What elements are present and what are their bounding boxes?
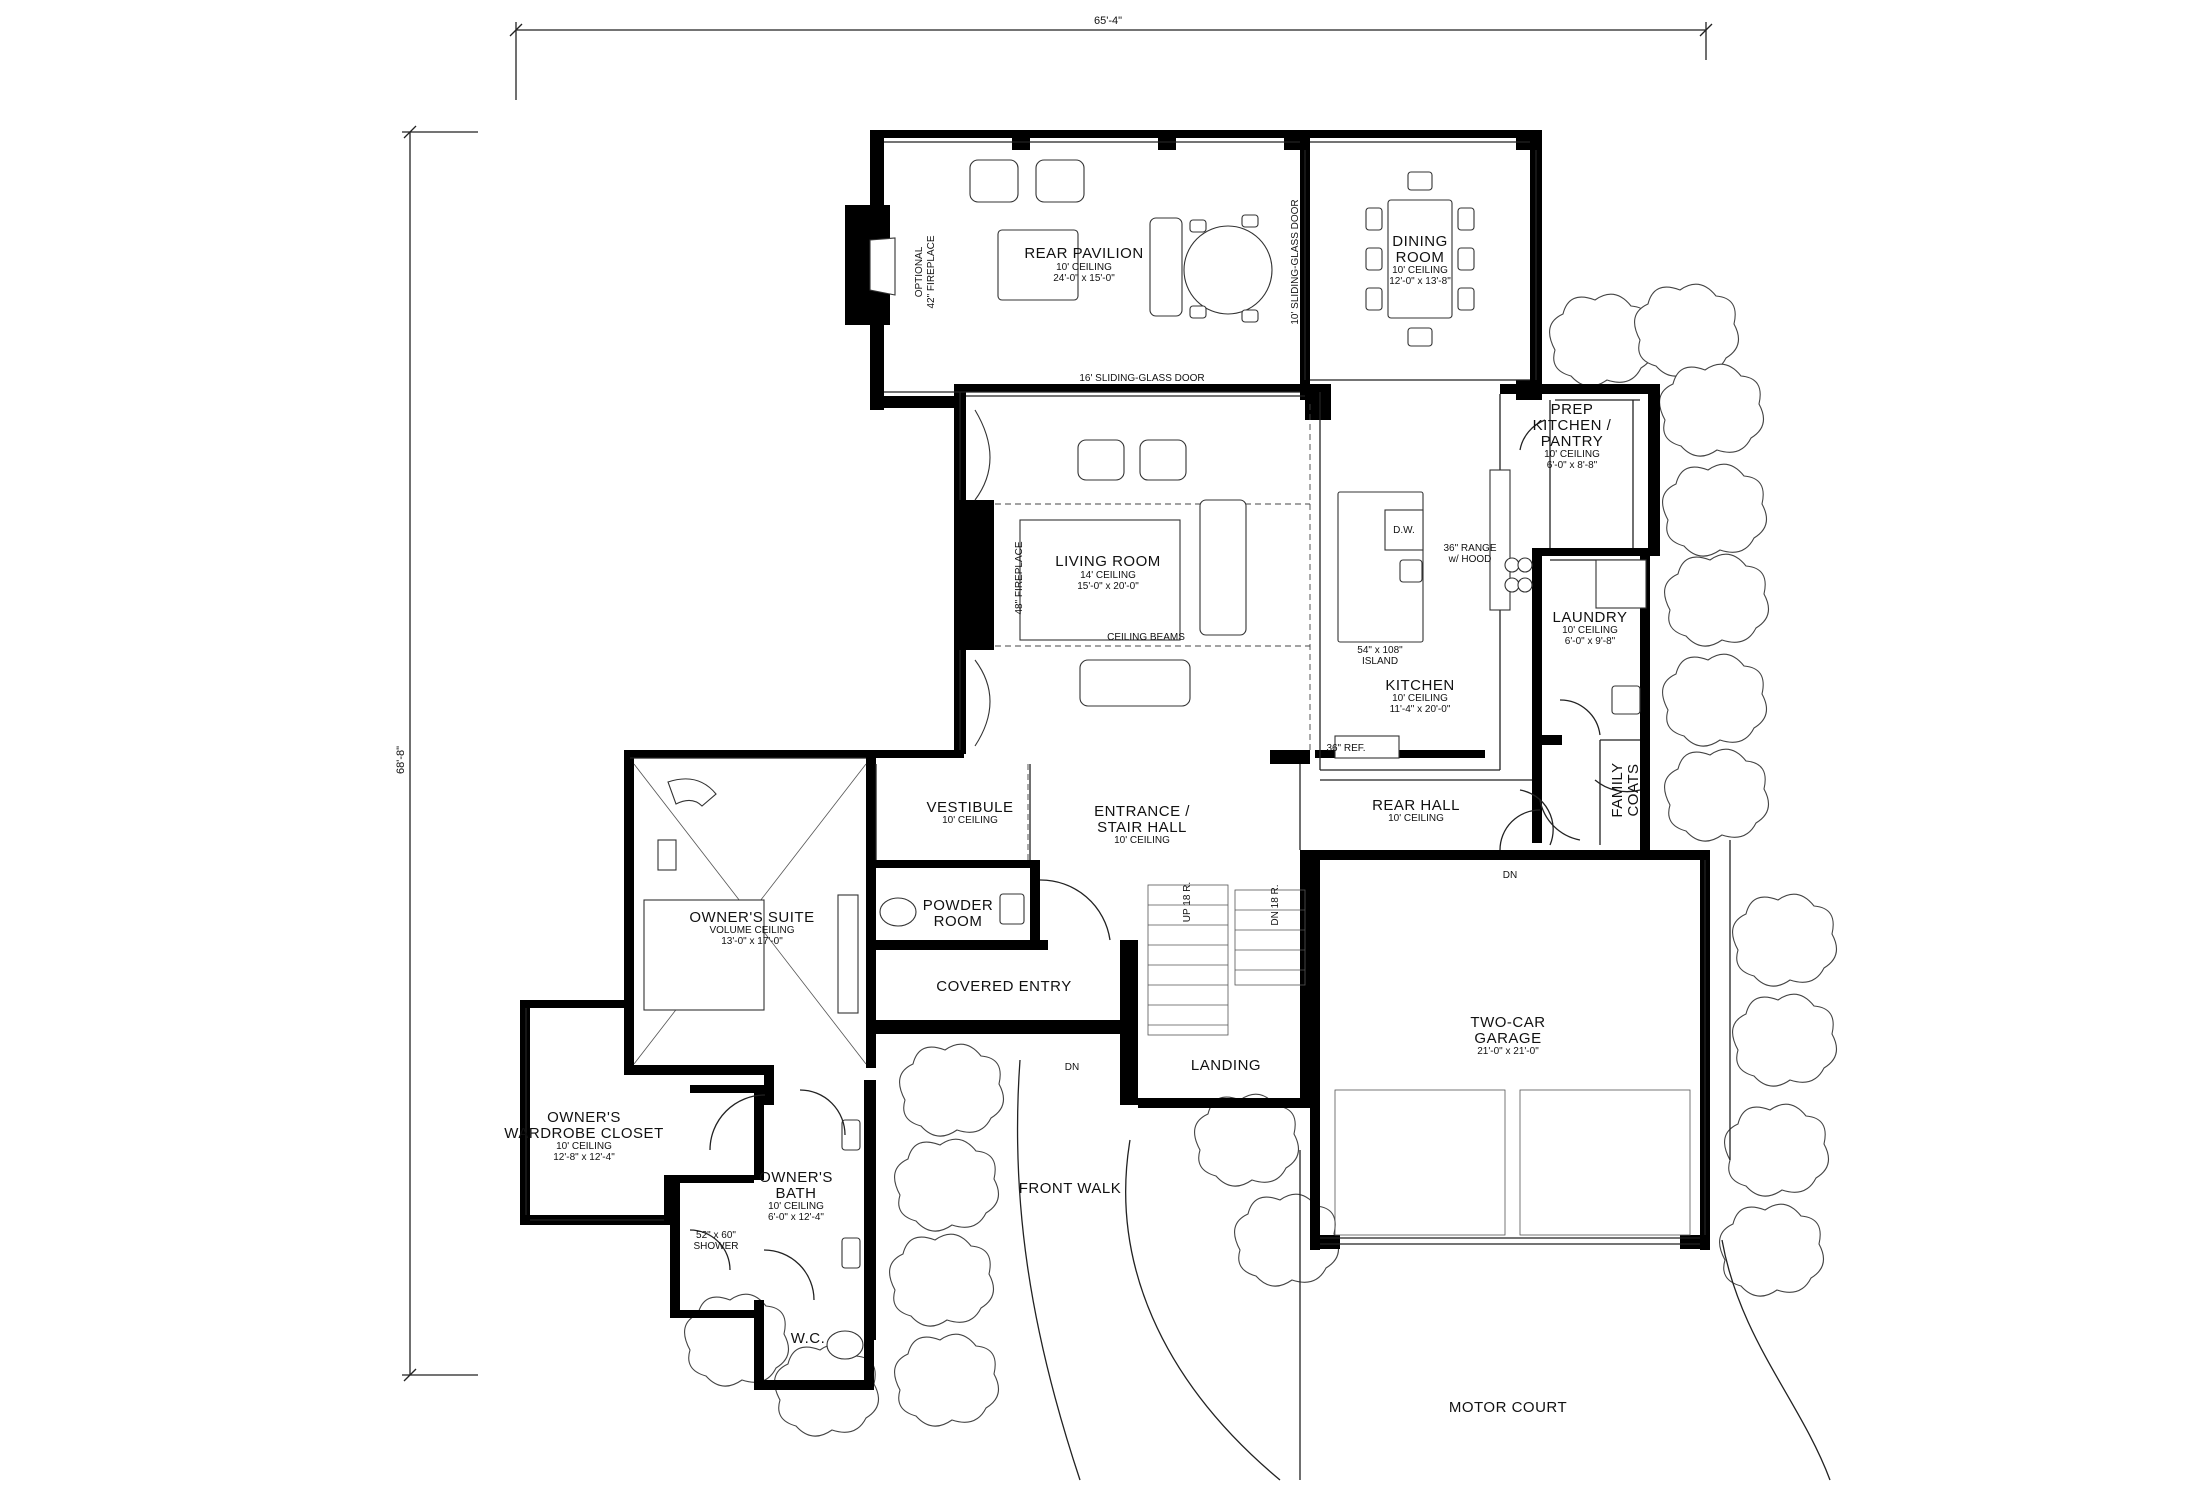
stair-up-label: UP 18 R. [1182,882,1193,922]
dining-room-ceiling: 10' CEILING [1392,265,1448,276]
shower-size: 52" x 60" [696,1230,736,1241]
covered-entry-name: COVERED ENTRY [936,978,1071,995]
island-label-line2: ISLAND [1362,656,1398,667]
powder-room-line1: POWDER [923,897,994,914]
laundry-size: 6'-0" x 9'-8" [1565,636,1616,647]
powder-room-line2: ROOM [934,913,983,930]
owners-bath-size: 6'-0" x 12'-4" [768,1212,824,1223]
owners-bath-line2: BATH [776,1185,817,1202]
walls [520,130,1710,1390]
island-label-line1: 54" x 108" [1357,645,1403,656]
dimension-lines: 65'-4" 68'-8" [395,15,1713,1382]
vestibule-name: VESTIBULE [926,799,1013,816]
owners-suite-size: 13'-0" x 17'-0" [721,936,783,947]
owners-bath-line1: OWNER'S [759,1169,833,1186]
rear-pavilion-size: 24'-0" x 15'-0" [1053,273,1115,284]
living-room-ceiling: 14' CEILING [1080,570,1136,581]
kitchen-ceiling: 10' CEILING [1392,693,1448,704]
dishwasher-label: D.W. [1393,525,1415,536]
dining-room-name-1: DINING [1392,233,1448,250]
ceiling-beams [995,404,1311,860]
wardrobe-line1: OWNER'S [547,1109,621,1126]
prep-kitchen-line3: PANTRY [1541,433,1603,450]
laundry-ceiling: 10' CEILING [1562,625,1618,636]
entrance-line2: STAIR HALL [1097,819,1187,836]
prep-kitchen-size: 6'-0" x 8'-8" [1547,460,1598,471]
family-coats-line1: FAMILY [1609,762,1626,817]
wardrobe-size: 12'-8" x 12'-4" [553,1152,615,1163]
rear-pavilion-name: REAR PAVILION [1024,245,1143,262]
owners-suite-name: OWNER'S SUITE [689,909,814,926]
glazing [525,141,1706,1245]
site-lines [1016,840,1831,1481]
sliding-door-10-note: 10' SLIDING-GLASS DOOR [1290,199,1301,324]
partitions [875,392,1640,860]
shower-name: SHOWER [694,1241,739,1252]
laundry-name: LAUNDRY [1553,609,1628,626]
wardrobe-ceiling: 10' CEILING [556,1141,612,1152]
plan-notes: OPTIONAL 42" FIREPLACE 10' SLIDING-GLASS… [914,199,1517,1073]
range-label-line2: w/ HOOD [1448,554,1492,565]
entrance-ceiling: 10' CEILING [1114,835,1170,846]
site-labels: FRONT WALK MOTOR COURT [1019,1180,1567,1416]
motor-court-label: MOTOR COURT [1449,1399,1567,1416]
stair-down-label: DN 18 R. [1270,884,1281,925]
sliding-door-16-note: 16' SLIDING-GLASS DOOR [1079,373,1204,384]
vestibule-ceiling: 10' CEILING [942,815,998,826]
room-labels: REAR PAVILION 10' CEILING 24'-0" x 15'-0… [504,233,1642,1347]
fireplace-48-note: 48" FIREPLACE [1014,541,1025,614]
kitchen-name: KITCHEN [1385,677,1454,694]
width-dimension: 65'-4" [1094,15,1122,27]
owners-suite-ceiling: VOLUME CEILING [709,925,794,936]
living-room-name: LIVING ROOM [1055,553,1161,570]
wardrobe-line2: WARDROBE CLOSET [504,1125,663,1142]
front-walk-label: FRONT WALK [1019,1180,1122,1197]
garage-dn-label: DN [1503,870,1517,881]
optional-fireplace-line2: 42" FIREPLACE [926,235,937,308]
entry-dn-label: DN [1065,1062,1079,1073]
furniture [643,159,1691,1360]
kitchen-size: 11'-4" x 20'-0" [1390,704,1451,715]
prep-kitchen-ceiling: 10' CEILING [1544,449,1600,460]
entrance-line1: ENTRANCE / [1094,803,1190,820]
living-room-size: 15'-0" x 20'-0" [1077,581,1139,592]
range-label-line1: 36" RANGE [1443,543,1496,554]
prep-kitchen-line1: PREP [1551,401,1594,418]
door-swings [689,419,1641,1301]
landing-name: LANDING [1191,1057,1261,1074]
refrigerator-label: 36" REF. [1326,743,1365,754]
dining-room-size: 12'-0" x 13'-8" [1389,276,1451,287]
garage-line2: GARAGE [1474,1030,1541,1047]
depth-dimension: 68'-8" [395,746,407,774]
wc-name: W.C. [791,1330,826,1347]
prep-kitchen-line2: KITCHEN / [1533,417,1612,434]
owners-bath-ceiling: 10' CEILING [768,1201,824,1212]
rear-hall-name: REAR HALL [1372,797,1460,814]
rear-hall-ceiling: 10' CEILING [1388,813,1444,824]
rear-pavilion-ceiling: 10' CEILING [1056,262,1112,273]
optional-fireplace-line1: OPTIONAL [914,246,925,297]
ceiling-beams-note: CEILING BEAMS [1107,632,1185,643]
dining-room-name-2: ROOM [1396,249,1445,266]
garage-line1: TWO-CAR [1470,1014,1545,1031]
family-coats-line2: COATS [1625,763,1642,816]
garage-size: 21'-0" x 21'-0" [1477,1046,1539,1057]
